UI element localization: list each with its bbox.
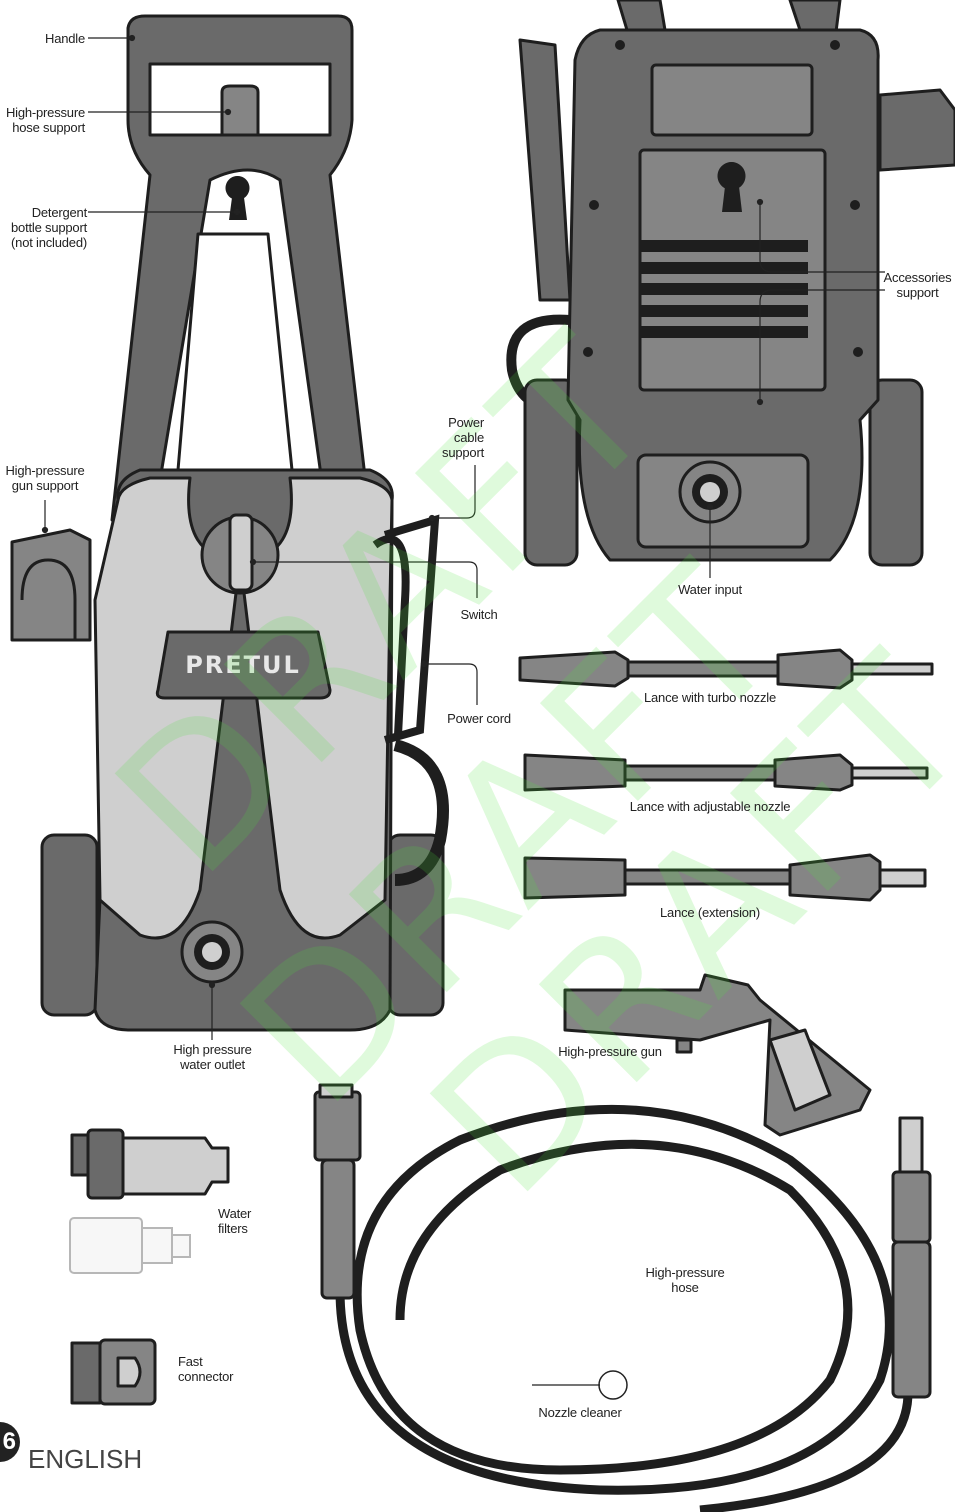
- left-wheel: [40, 833, 99, 1017]
- leader-lines: [41, 34, 885, 1386]
- power-cord: [393, 739, 449, 886]
- lance-adjustable-drawing: [523, 753, 929, 792]
- label-switch: Switch: [460, 607, 498, 622]
- language-label: ENGLISH: [28, 1444, 143, 1474]
- label-hose-support: High-pressure hose support: [5, 105, 85, 135]
- label-handle: Handle: [45, 31, 85, 46]
- label-lance-extension: Lance (extension): [660, 905, 760, 920]
- handle: [110, 14, 372, 542]
- label-hose: High-pressure hose: [645, 1265, 725, 1295]
- label-gun-support: High-pressure gun support: [5, 463, 85, 493]
- gun-holder: [10, 528, 92, 642]
- label-nozzle-cleaner: Nozzle cleaner: [538, 1405, 622, 1420]
- page-number-badge: 6: [0, 1422, 20, 1462]
- hose-end-left: [313, 1083, 362, 1300]
- label-water-filters: Water filters: [218, 1206, 252, 1236]
- water-filter-dark: [70, 1128, 230, 1200]
- fast-connector-drawing: [70, 1338, 157, 1406]
- label-lance-adjustable: Lance with adjustable nozzle: [629, 799, 791, 814]
- brand-logo: PRETUL: [185, 651, 301, 679]
- label-lance-turbo: Lance with turbo nozzle: [644, 690, 776, 705]
- hose-drawing: [335, 1104, 913, 1512]
- label-power-cable-support: Power cable support: [442, 415, 484, 460]
- lance-turbo-drawing: [518, 648, 934, 690]
- front-view-washer: [10, 14, 449, 1032]
- label-accessories-support: Accessories support: [883, 270, 952, 300]
- back-right-wheel: [868, 378, 924, 567]
- back-left-wheel: [523, 378, 579, 567]
- hose-end-right: [891, 1116, 932, 1399]
- keyhole-slot: [225, 176, 250, 220]
- label-water-outlet: High pressure water outlet: [173, 1042, 252, 1072]
- high-pressure-gun-drawing: [563, 973, 872, 1137]
- back-view-washer: [506, 0, 955, 567]
- label-fast-connector: Fast connector: [178, 1354, 234, 1384]
- label-gun: High-pressure gun: [558, 1044, 662, 1059]
- water-filter-light: [69, 1217, 191, 1274]
- nozzle-cleaner-drawing: [598, 1370, 628, 1400]
- label-water-input: Water input: [678, 582, 742, 597]
- label-detergent: Detergent bottle support (not included): [11, 205, 87, 250]
- lance-extension-drawing: [523, 853, 927, 902]
- label-power-cord: Power cord: [447, 711, 511, 726]
